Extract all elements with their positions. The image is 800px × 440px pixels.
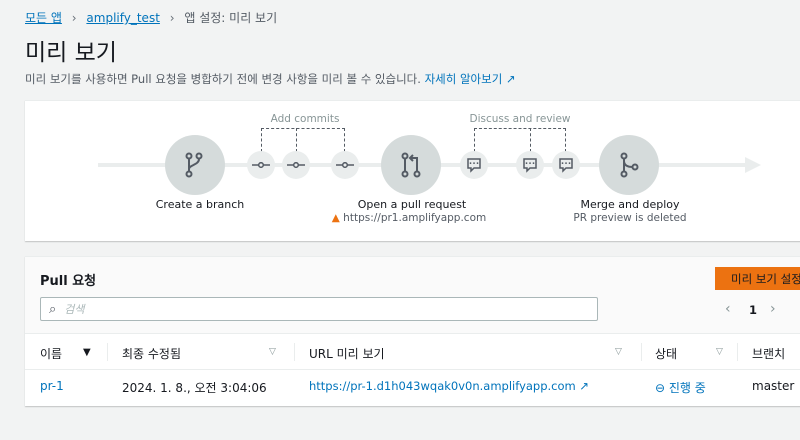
- pr-url-line: ▲ https://pr1.amplifyapp.com: [332, 212, 486, 224]
- prev-page-button[interactable]: ‹: [725, 301, 731, 317]
- chevron-right-icon: ›: [71, 11, 77, 25]
- branch-cell: master: [752, 379, 795, 393]
- pull-requests-title: Pull 요청: [40, 274, 97, 289]
- page-description: 미리 보기를 사용하면 Pull 요청을 병합하기 전에 변경 사항을 미리 볼…: [25, 71, 516, 87]
- search-icon: ⌕: [49, 301, 57, 317]
- external-link-icon: ↗: [579, 379, 590, 393]
- commit-icon: [282, 151, 310, 179]
- pr-url-text: https://pr1.amplifyapp.com: [343, 212, 487, 224]
- search-input[interactable]: ⌕ 검색: [40, 297, 598, 321]
- learn-more-link[interactable]: 자세히 알아보기 ↗: [424, 72, 516, 86]
- timeline-arrow-icon: [745, 157, 761, 173]
- breadcrumb-app[interactable]: amplify_test: [86, 11, 160, 25]
- add-commits-label: Add commits: [270, 113, 340, 125]
- svg-text:•••: •••: [561, 161, 572, 168]
- column-divider: [737, 343, 738, 361]
- column-header-url[interactable]: URL 미리 보기: [309, 347, 385, 361]
- column-header-status[interactable]: 상태: [655, 347, 678, 361]
- external-link-icon: ↗: [505, 72, 516, 86]
- bracket-tick: [296, 128, 297, 152]
- comment-icon: •••: [552, 151, 580, 179]
- create-branch-label: Create a branch: [155, 198, 245, 211]
- page-title: 미리 보기: [25, 40, 117, 66]
- warning-icon: ▲: [331, 212, 340, 224]
- sort-icon[interactable]: ▽: [615, 347, 622, 357]
- commits-bracket: [261, 128, 345, 152]
- column-divider: [107, 343, 108, 361]
- comment-icon: •••: [460, 151, 488, 179]
- merge-label: Merge and deploy: [580, 198, 680, 211]
- divider: [25, 333, 800, 334]
- svg-text:•••: •••: [525, 161, 536, 168]
- branch-icon: [165, 135, 225, 195]
- search-placeholder: 검색: [64, 303, 85, 316]
- discuss-bracket: [474, 128, 566, 152]
- divider: [25, 369, 800, 370]
- column-divider: [641, 343, 642, 361]
- pull-request-icon: [381, 135, 441, 195]
- commit-icon: [247, 151, 275, 179]
- svg-text:•••: •••: [469, 161, 480, 168]
- bracket-tick: [530, 128, 531, 152]
- breadcrumb-current: 앱 설정: 미리 보기: [184, 11, 278, 25]
- sort-descending-icon[interactable]: ▼: [83, 347, 91, 358]
- commit-icon: [331, 151, 359, 179]
- breadcrumb-all-apps[interactable]: 모든 앱: [25, 11, 62, 25]
- pr-name-link[interactable]: pr-1: [40, 379, 64, 393]
- sort-icon[interactable]: ▽: [269, 347, 276, 357]
- column-divider: [294, 343, 295, 361]
- merge-icon: [599, 135, 659, 195]
- column-header-name[interactable]: 이름: [40, 347, 63, 361]
- merge-sublabel: PR preview is deleted: [573, 212, 687, 224]
- page-number[interactable]: 1: [749, 303, 758, 317]
- discuss-label: Discuss and review: [469, 113, 571, 125]
- chevron-right-icon: ›: [169, 11, 175, 25]
- preview-url-link[interactable]: https://pr-1.d1h043wqak0v0n.amplifyapp.c…: [309, 379, 590, 393]
- status-badge: ⊖ 진행 중: [655, 381, 706, 395]
- table-body: [25, 334, 800, 406]
- breadcrumb: 모든 앱 › amplify_test › 앱 설정: 미리 보기: [25, 9, 277, 26]
- sort-icon[interactable]: ▽: [716, 347, 723, 357]
- description-text: 미리 보기를 사용하면 Pull 요청을 병합하기 전에 변경 사항을 미리 볼…: [25, 72, 421, 86]
- preview-settings-button[interactable]: 미리 보기 설정: [715, 267, 800, 290]
- column-header-modified[interactable]: 최종 수정됨: [122, 347, 182, 361]
- comment-icon: •••: [516, 151, 544, 179]
- next-page-button[interactable]: ›: [770, 301, 776, 317]
- modified-cell: 2024. 1. 8., 오전 3:04:06: [122, 381, 267, 395]
- column-header-branch[interactable]: 브랜치: [752, 347, 786, 361]
- in-progress-icon: ⊖: [655, 381, 666, 395]
- open-pr-label: Open a pull request: [357, 198, 467, 211]
